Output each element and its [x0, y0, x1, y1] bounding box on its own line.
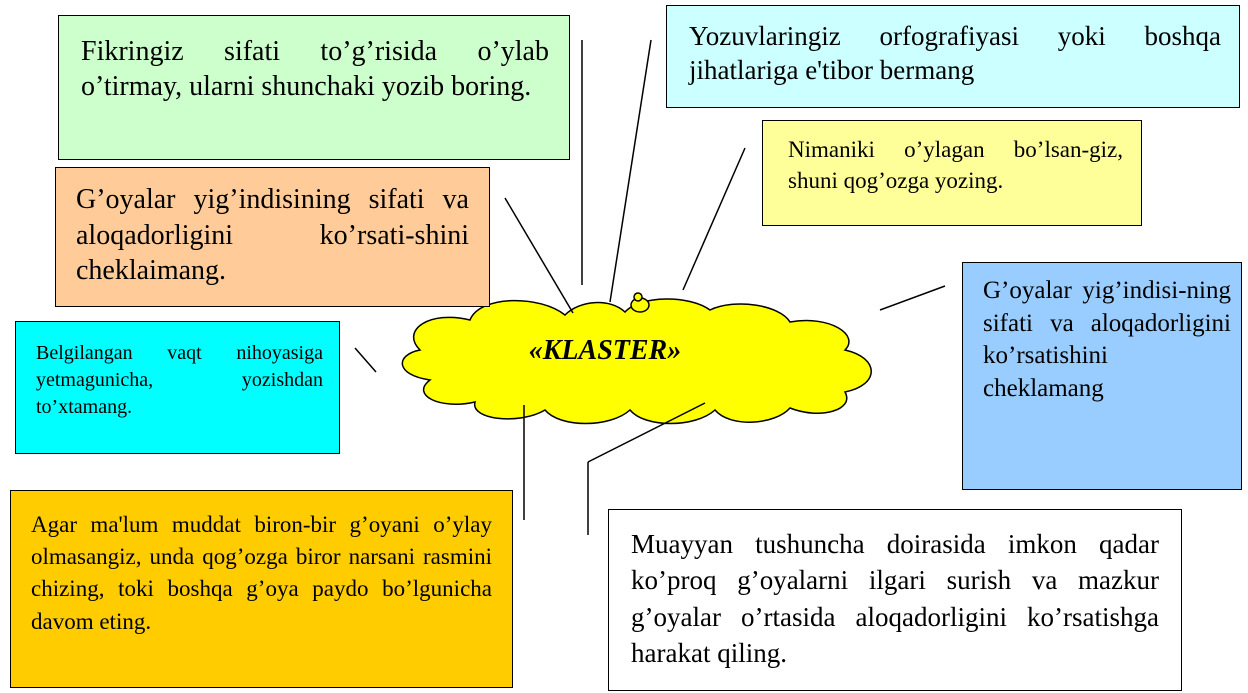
connector-b2: [609, 39, 652, 303]
box-b1-text: Fikringiz sifati to’g’risida o’ylab o’ti…: [81, 36, 549, 103]
box-b4-text: G’oyalar yig’indisining sifati va aloqad…: [76, 184, 469, 287]
box-b6: G’oyalar yig’indisi-ning sifati va aloqa…: [962, 262, 1242, 490]
box-b7-text: Agar ma'lum muddat biron-bir g’oyani o’y…: [31, 512, 492, 634]
box-b5: Belgilangan vaqt nihoyasiga yetmagunicha…: [15, 321, 340, 454]
cloud-shape: [401, 298, 872, 425]
connector-b4: [504, 197, 574, 314]
connector-b6: [879, 285, 946, 311]
box-b6-text: G’oyalar yig’indisi-ning sifati va aloqa…: [983, 277, 1231, 402]
box-b1: Fikringiz sifati to’g’risida o’ylab o’ti…: [58, 15, 570, 160]
box-b2-text: Yozuvlaringiz orfografiyasi yoki boshqa …: [689, 21, 1221, 85]
connector-b5: [354, 347, 377, 373]
box-b3-text: Nimaniki o’ylagan bo’lsan-giz, shuni qog…: [788, 137, 1123, 193]
connector-b3: [682, 147, 746, 291]
box-b2: Yozuvlaringiz orfografiyasi yoki boshqa …: [666, 5, 1240, 108]
center-label: «KLASTER»: [528, 335, 682, 366]
connector-b8-a: [587, 402, 706, 463]
box-b5-text: Belgilangan vaqt nihoyasiga yetmagunicha…: [36, 342, 323, 418]
box-b8-text: Muayyan tushuncha doirasida imkon qadar …: [631, 529, 1159, 669]
box-b3: Nimaniki o’ylagan bo’lsan-giz, shuni qog…: [762, 120, 1142, 226]
box-b8: Muayyan tushuncha doirasida imkon qadar …: [608, 509, 1182, 691]
box-b7: Agar ma'lum muddat biron-bir g’oyani o’y…: [10, 490, 513, 688]
box-b4: G’oyalar yig’indisining sifati va aloqad…: [55, 167, 490, 307]
